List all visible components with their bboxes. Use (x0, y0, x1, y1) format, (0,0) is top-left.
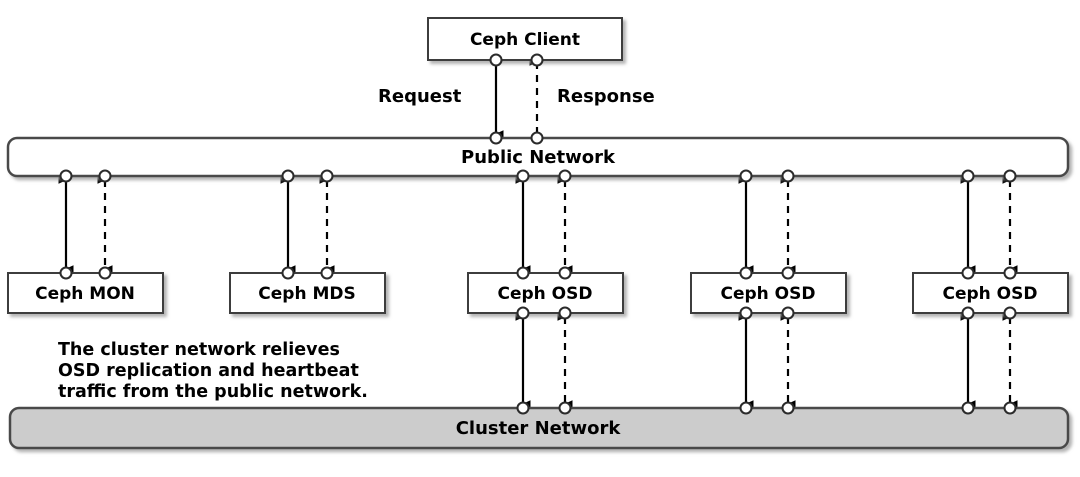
port-mon-top-dashed (98, 266, 112, 280)
port-cluster-top-osd2-solid (739, 401, 753, 415)
port-client-request (489, 53, 503, 67)
link-pair-osd2-cluster (738, 313, 796, 408)
cluster-network-bus[interactable]: Cluster Network (8, 406, 1070, 450)
cluster-network-bar[interactable] (8, 406, 1070, 450)
ceph-osd-1-box[interactable] (467, 272, 624, 314)
node-ceph-mon[interactable]: Ceph MON (7, 272, 164, 314)
port-public-bottom-osd2-dashed (781, 169, 795, 183)
ceph-client-label: Ceph Client (470, 30, 580, 50)
link-pair-osd2-public (738, 176, 796, 273)
link-pair-client-public (494, 58, 539, 138)
port-osd2-bottom-dashed (781, 306, 795, 320)
public-network-bus[interactable]: Public Network (6, 136, 1070, 178)
port-public-top-response (530, 131, 544, 145)
port-mds-top-dashed (320, 266, 334, 280)
link-pair-mon-public (58, 176, 113, 273)
port-layer (59, 53, 1017, 415)
ceph-mds-label: Ceph MDS (258, 284, 355, 304)
link-pair-osd1-cluster (515, 313, 573, 408)
response-label: Response (557, 86, 655, 107)
node-ceph-client[interactable]: Ceph Client (427, 17, 623, 61)
port-cluster-top-osd1-solid (516, 401, 530, 415)
port-public-bottom-mon-solid (59, 169, 73, 183)
port-cluster-top-osd1-dashed (558, 401, 572, 415)
node-ceph-mds[interactable]: Ceph MDS (229, 272, 386, 314)
port-osd1-top-dashed (558, 266, 572, 280)
ceph-osd-3-box[interactable] (912, 272, 1069, 314)
link-pair-osd3-public (960, 176, 1018, 273)
ceph-osd-1-label: Ceph OSD (497, 284, 592, 304)
port-public-bottom-osd1-solid (516, 169, 530, 183)
note-line-3: traffic from the public network. (58, 382, 368, 402)
ceph-osd-3-label: Ceph OSD (942, 284, 1037, 304)
port-cluster-top-osd2-dashed (781, 401, 795, 415)
link-pair-osd3-cluster (960, 313, 1018, 408)
port-public-bottom-osd2-solid (739, 169, 753, 183)
port-osd1-top-solid (516, 266, 530, 280)
request-label: Request (378, 86, 462, 107)
port-client-response (530, 53, 544, 67)
port-public-bottom-mds-dashed (320, 169, 334, 183)
port-osd2-top-solid (739, 266, 753, 280)
port-osd3-bottom-solid (961, 306, 975, 320)
port-public-bottom-osd3-solid (961, 169, 975, 183)
cluster-network-label: Cluster Network (456, 418, 622, 439)
port-public-bottom-osd1-dashed (558, 169, 572, 183)
port-osd3-bottom-dashed (1003, 306, 1017, 320)
port-osd1-bottom-dashed (558, 306, 572, 320)
ceph-osd-2-label: Ceph OSD (720, 284, 815, 304)
link-pair-osd1-public (515, 176, 573, 273)
ceph-mon-label: Ceph MON (35, 284, 135, 304)
cluster-network-note: The cluster network relieves OSD replica… (58, 340, 368, 402)
port-osd3-top-dashed (1003, 266, 1017, 280)
link-layer (58, 58, 1018, 408)
node-ceph-osd-2[interactable]: Ceph OSD (690, 272, 847, 314)
port-public-top-request (489, 131, 503, 145)
ceph-mds-box[interactable] (229, 272, 386, 314)
public-network-label: Public Network (461, 147, 616, 168)
link-pair-mds-public (280, 176, 335, 273)
port-public-bottom-mon-dashed (98, 169, 112, 183)
port-cluster-top-osd3-dashed (1003, 401, 1017, 415)
port-public-bottom-osd3-dashed (1003, 169, 1017, 183)
node-ceph-osd-3[interactable]: Ceph OSD (912, 272, 1069, 314)
note-line-1: The cluster network relieves (58, 340, 340, 360)
port-osd1-bottom-solid (516, 306, 530, 320)
note-line-2: OSD replication and heartbeat (58, 361, 359, 381)
ceph-client-box[interactable] (427, 17, 623, 61)
ceph-osd-2-box[interactable] (690, 272, 847, 314)
port-osd3-top-solid (961, 266, 975, 280)
port-public-bottom-mds-solid (281, 169, 295, 183)
port-osd2-bottom-solid (739, 306, 753, 320)
ceph-mon-box[interactable] (7, 272, 164, 314)
port-mon-top-solid (59, 266, 73, 280)
port-osd2-top-dashed (781, 266, 795, 280)
node-ceph-osd-1[interactable]: Ceph OSD (467, 272, 624, 314)
port-mds-top-solid (281, 266, 295, 280)
port-cluster-top-osd3-solid (961, 401, 975, 415)
